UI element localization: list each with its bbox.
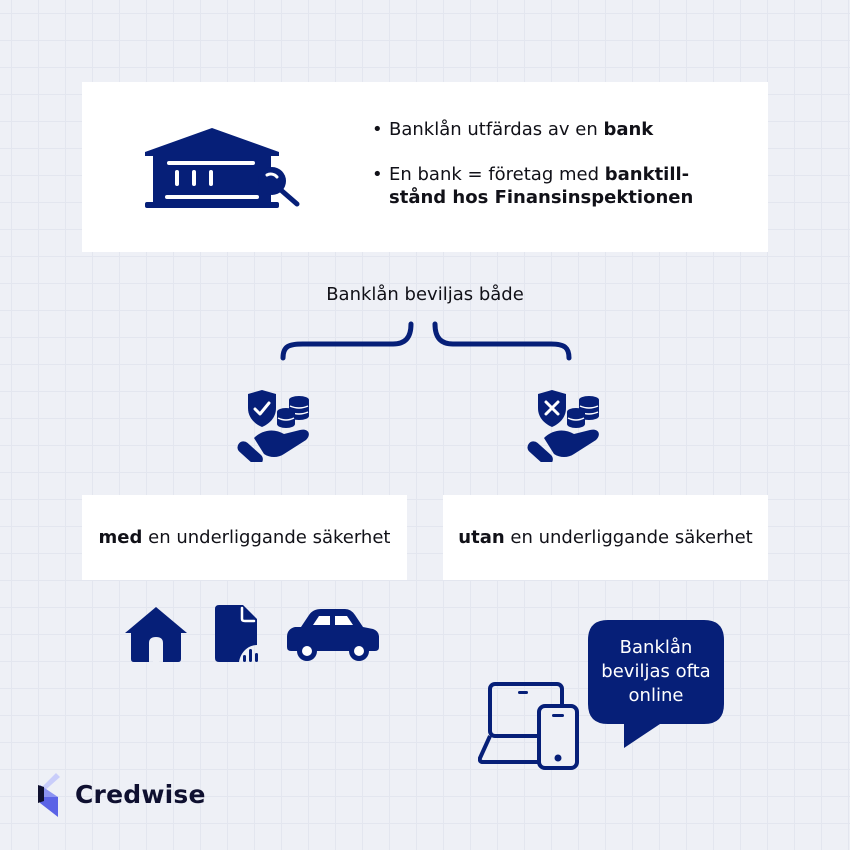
unsecured-loan-icon	[527, 390, 599, 462]
secured-option-box: med en underliggande säkerhet	[82, 495, 407, 580]
credwise-logo-icon	[38, 773, 60, 817]
bullet-list: •Banklån utfärdas av en bank •En bank = …	[370, 118, 740, 209]
bank-search-icon	[145, 128, 300, 208]
brace-connector	[280, 321, 572, 361]
document-icon	[215, 605, 258, 662]
split-label: Banklån beviljas både	[326, 284, 524, 305]
speech-bubble	[588, 620, 724, 748]
unsecured-option-text: utan en underliggande säkerhet	[458, 526, 753, 548]
brand-name: Credwise	[75, 780, 206, 809]
car-icon	[287, 609, 379, 661]
secured-loan-icon	[237, 390, 309, 462]
secured-option-text: med en underliggande säkerhet	[98, 526, 391, 548]
bullet-item: •Banklån utfärdas av en bank	[372, 119, 654, 140]
unsecured-option-box: utan en underliggande säkerhet	[443, 495, 768, 580]
bullet-dot: •	[372, 119, 383, 140]
laptop-phone-icon	[478, 682, 579, 770]
bullet-item: •En bank = företag med banktill-stånd ho…	[372, 164, 694, 208]
bullet-dot: •	[372, 164, 383, 185]
bubble-text: Banklån beviljas ofta online	[601, 637, 711, 706]
house-icon	[125, 607, 187, 662]
